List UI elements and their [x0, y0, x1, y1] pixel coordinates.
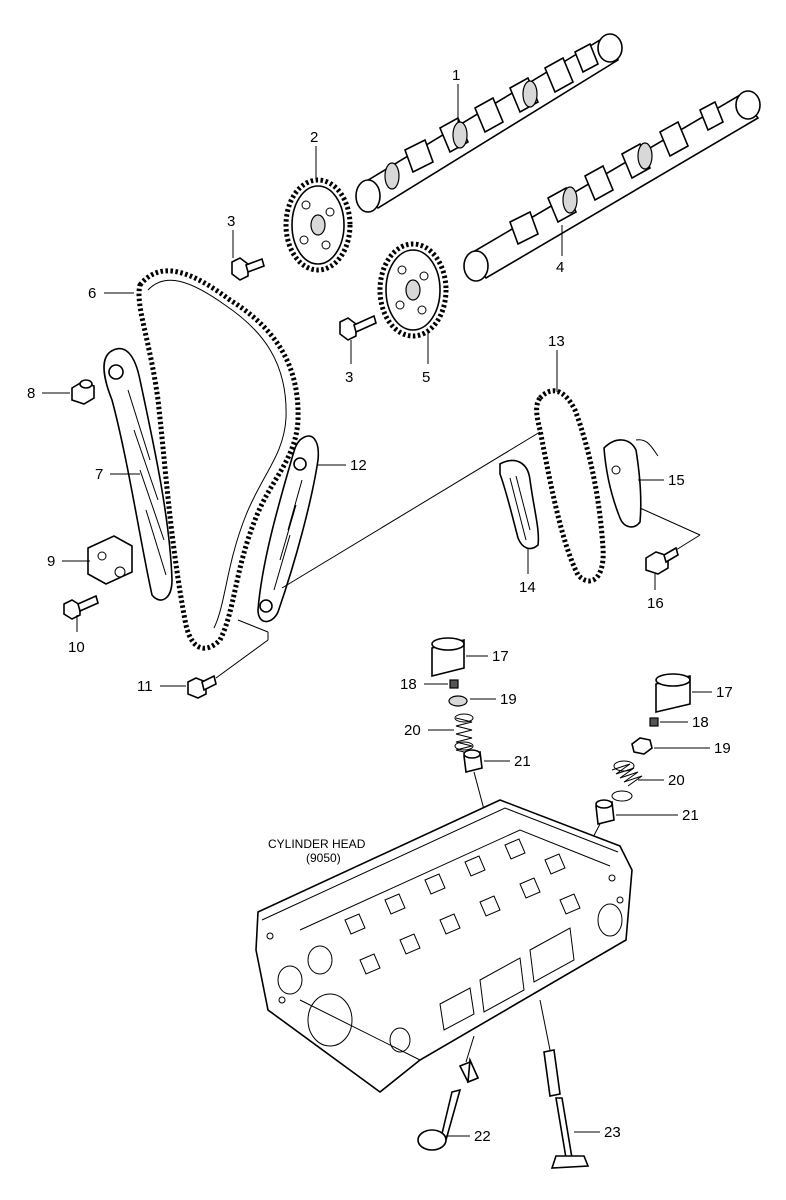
- valve-retainer-right: [631, 737, 653, 755]
- camshaft-intake: [355, 33, 623, 213]
- callout-17b: 17: [716, 684, 733, 701]
- callout-4: 4: [556, 259, 564, 276]
- valve-spring-left: [454, 713, 474, 755]
- camshaft-sprocket-lower: [377, 241, 449, 339]
- callout-21b: 21: [682, 807, 699, 824]
- callout-9: 9: [47, 553, 55, 570]
- oil-pump-tensioner-bolt: [645, 546, 679, 575]
- guide-bolt: [71, 379, 95, 405]
- callout-3b: 3: [345, 369, 353, 386]
- camshaft-sprocket-upper: [283, 177, 353, 273]
- valve-guide-right: [543, 1049, 561, 1097]
- valve-guide-left: [458, 1056, 480, 1084]
- callout-11: 11: [137, 678, 153, 695]
- callout-10: 10: [68, 639, 85, 656]
- callout-20b: 20: [668, 772, 685, 789]
- callout-3a: 3: [227, 213, 235, 230]
- callout-22: 22: [474, 1128, 491, 1145]
- callout-18a: 18: [400, 676, 417, 693]
- callout-23: 23: [604, 1124, 621, 1141]
- timing-chain: [136, 268, 301, 651]
- camshaft-exhaust: [463, 90, 761, 282]
- exhaust-valve: [550, 1097, 590, 1169]
- callout-15: 15: [668, 472, 685, 489]
- valve-spring-right: [611, 760, 643, 802]
- callout-14: 14: [519, 579, 536, 596]
- cylinder-head: [255, 799, 633, 1094]
- valve-cotter-left: [449, 679, 459, 689]
- chain-guide-fixed: [257, 435, 320, 623]
- callout-19a: 19: [500, 691, 517, 708]
- valve-retainer-left: [448, 695, 468, 707]
- callout-16: 16: [647, 595, 664, 612]
- callout-13: 13: [548, 333, 565, 350]
- callout-21a: 21: [514, 753, 531, 770]
- tensioner-bolt: [63, 594, 99, 620]
- chain-tensioner: [87, 535, 133, 585]
- callout-19b: 19: [714, 740, 731, 757]
- valve-stem-seal-right: [595, 799, 615, 825]
- callout-18b: 18: [692, 714, 709, 731]
- oil-pump-chain: [534, 388, 606, 584]
- callout-1: 1: [452, 67, 460, 84]
- sprocket-bolt-upper: [231, 257, 265, 281]
- oil-pump-chain-guide: [499, 459, 540, 550]
- callout-17a: 17: [492, 648, 509, 665]
- cylinder-head-title: CYLINDER HEAD: [268, 837, 366, 851]
- callout-8: 8: [27, 385, 35, 402]
- oil-pump-chain-tensioner: [603, 439, 659, 528]
- valve-tappet-right: [655, 673, 691, 714]
- callout-7: 7: [95, 466, 103, 483]
- valve-cotter-right: [649, 717, 659, 727]
- intake-valve: [417, 1088, 462, 1151]
- chain-guide-bolt: [187, 674, 217, 699]
- callout-5: 5: [422, 369, 430, 386]
- callout-12: 12: [350, 457, 367, 474]
- callout-2: 2: [310, 129, 318, 146]
- sprocket-bolt-lower: [339, 314, 377, 341]
- callout-20a: 20: [404, 722, 421, 739]
- valve-stem-seal-left: [463, 749, 483, 773]
- cylinder-head-code: (9050): [306, 851, 341, 865]
- callout-6: 6: [88, 285, 96, 302]
- valve-tappet-left: [431, 637, 465, 678]
